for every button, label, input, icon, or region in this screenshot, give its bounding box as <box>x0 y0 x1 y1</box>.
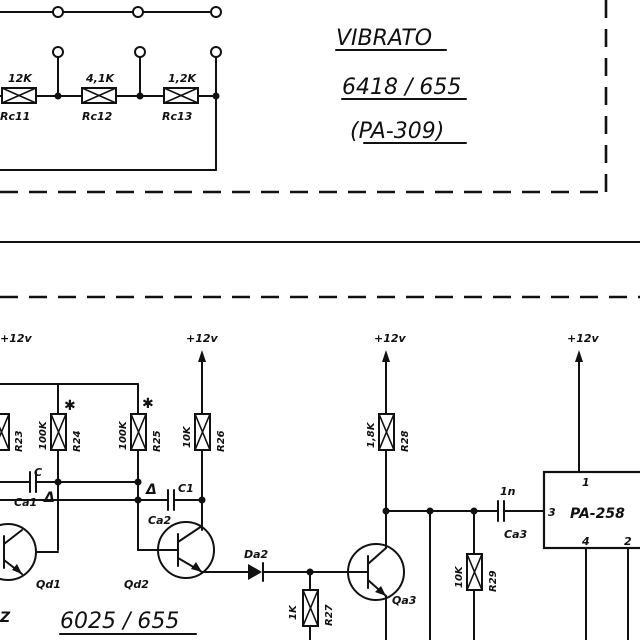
rc13-value: 1,2K <box>168 72 197 85</box>
r25-value: 100K <box>118 420 129 450</box>
cap-ca1-label: Ca1 <box>14 496 37 509</box>
terminal <box>52 6 64 18</box>
terminal <box>52 46 64 58</box>
edge-label: Z <box>0 610 11 626</box>
transistor-qd1 <box>0 523 59 581</box>
terminal <box>210 6 222 18</box>
qd1-label: Qd1 <box>36 578 61 591</box>
cap-c-label: C <box>34 466 42 479</box>
bottom-part-number: 6025 / 655 <box>60 609 179 634</box>
bottom-circuit: +12v +12v +12v +12v R23 100K R24 ✱ 1 <box>0 332 640 640</box>
resistor-r26 <box>194 413 211 451</box>
terminal <box>210 46 222 58</box>
ca1-marker: Δ <box>43 490 55 506</box>
r29-ref: R29 <box>488 570 499 592</box>
ic-pa258 <box>542 470 640 550</box>
supply-label-3: +12v <box>374 332 407 345</box>
r29-value: 10K <box>454 565 465 588</box>
ic-name: PA-258 <box>570 506 625 522</box>
resistor-r23 <box>0 413 10 451</box>
r28-ref: R28 <box>400 430 411 452</box>
r28-value: 1,8K <box>366 421 377 448</box>
cap-ca3-label: Ca3 <box>504 528 527 541</box>
cap-ca2-label: Ca2 <box>148 514 171 527</box>
top-boundary <box>0 0 608 194</box>
r25-ref: R25 <box>152 430 163 452</box>
supply-label-4: +12v <box>567 332 600 345</box>
ic-pin-3: 3 <box>548 506 556 519</box>
terminal <box>134 46 146 58</box>
diode-da2 <box>248 562 264 582</box>
resistor-r29 <box>466 553 483 591</box>
ic-pin-1: 1 <box>582 476 590 489</box>
da2-label: Da2 <box>244 548 269 561</box>
resistor-r25 <box>130 413 147 451</box>
qd2-label: Qd2 <box>124 578 149 591</box>
ic-pin-4: 4 <box>581 535 590 548</box>
ca2-marker: Δ <box>145 482 157 498</box>
resistor-rc12 <box>81 87 117 104</box>
resistor-r27 <box>302 589 319 627</box>
r27-value: 1K <box>288 604 299 620</box>
resistor-rc11 <box>1 87 37 104</box>
r25-marker: ✱ <box>142 396 154 412</box>
title-name: VIBRATO <box>336 26 432 51</box>
resistor-r24 <box>50 413 67 451</box>
resistor-r28 <box>378 413 395 451</box>
rc12-ref: Rc12 <box>82 110 113 123</box>
rc13-ref: Rc13 <box>162 110 193 123</box>
transistor-qa3 <box>347 543 405 640</box>
r27-ref: R27 <box>324 604 335 626</box>
transistor-qd2 <box>157 521 215 579</box>
r26-value: 10K <box>182 425 193 448</box>
cap-c1-label: C1 <box>178 482 194 495</box>
r24-ref: R24 <box>72 430 83 452</box>
rc11-value: 12K <box>8 72 33 85</box>
top-circuit: 12K 4,1K 1,2K Rc11 Rc12 Rc13 <box>0 6 222 171</box>
qa3-label: Qa3 <box>392 594 417 607</box>
ic-pin-2: 2 <box>624 535 632 548</box>
r24-marker: ✱ <box>64 398 76 414</box>
title-part-number: 6418 / 655 <box>342 75 461 100</box>
title-block: VIBRATO 6418 / 655 (PA-309) <box>335 26 467 144</box>
r24-value: 100K <box>38 420 49 450</box>
ca3-value: 1n <box>500 485 516 498</box>
r23-ref: R23 <box>14 430 25 452</box>
resistor-rc13 <box>163 87 199 104</box>
supply-label-2: +12v <box>186 332 219 345</box>
rc11-ref: Rc11 <box>0 110 30 123</box>
terminal <box>132 6 144 18</box>
rc12-value: 4,1K <box>85 72 115 85</box>
title-module: (PA-309) <box>350 119 444 144</box>
supply-label-1: +12v <box>0 332 33 345</box>
r26-ref: R26 <box>216 430 227 452</box>
